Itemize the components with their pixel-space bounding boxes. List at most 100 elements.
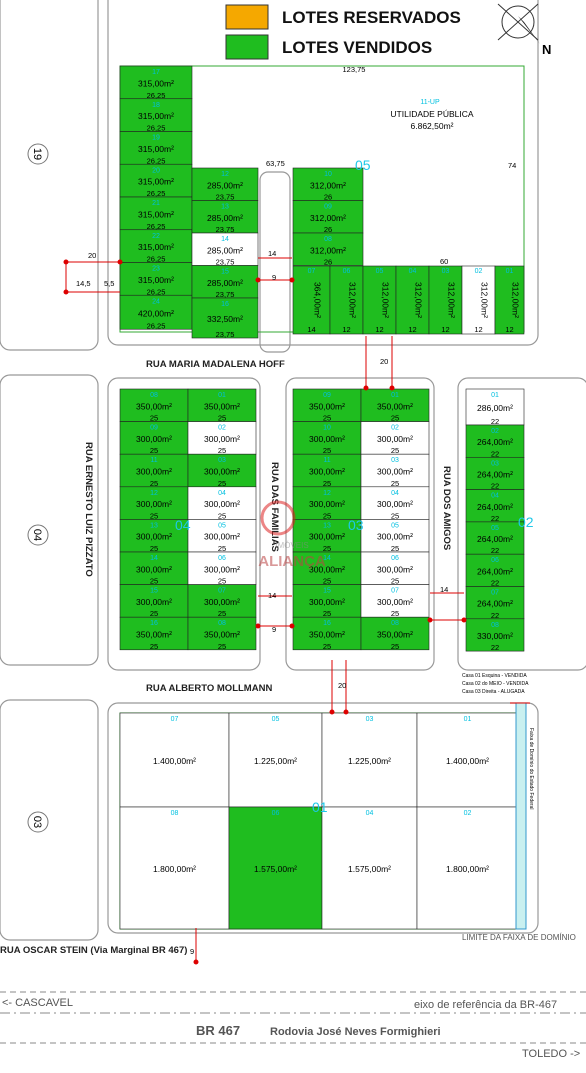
street-alberto: RUA ALBERTO MOLLMANN [146, 683, 272, 694]
dim-14-5: 14,5 [76, 279, 91, 288]
q04-lot-l13-area: 300,00m² [136, 532, 172, 542]
q01-lot-04[interactable]: 041.575,00m² [321, 806, 418, 930]
q04-lot-r01-number: 01 [218, 392, 226, 399]
q03-lot-r05-area: 300,00m² [377, 532, 413, 542]
q01-lot-01[interactable]: 011.400,00m² [416, 712, 519, 808]
block-03-label: 03 [31, 816, 43, 828]
q04-lot-l12-area: 300,00m² [136, 499, 172, 509]
block-04-label: 04 [31, 529, 43, 541]
q05-lot-05-area: 312,00m² [381, 282, 391, 318]
q05-left-lots: 17315,00m²26,2518315,00m²26,2519315,00m²… [119, 65, 193, 330]
q01-lot-06[interactable]: 061.575,00m² [228, 806, 323, 930]
q03-lot-r08-number: 08 [391, 620, 399, 627]
dim-20-mid: 20 [380, 357, 388, 366]
q03-lot-l13-area: 300,00m² [309, 532, 345, 542]
q01-lot-03[interactable]: 031.225,00m² [321, 712, 418, 808]
q03-lot-l11-area: 300,00m² [309, 467, 345, 477]
q03-lot-r05-number: 05 [391, 522, 399, 529]
q04-lot-l15-number: 15 [150, 588, 158, 595]
watermark-company: ALIANÇA [258, 553, 326, 570]
q04-lot-l13-shape [119, 519, 189, 553]
q01-lot-08[interactable]: 081.800,00m² [119, 806, 230, 930]
q01-lot-07[interactable]: 071.400,00m² [119, 712, 230, 808]
dim-9-mid: 9 [272, 625, 276, 634]
q01-lot-02[interactable]: 021.800,00m² [416, 806, 519, 930]
quadra-03-label: 03 [348, 517, 364, 533]
q05-lot-12-area: 285,00m² [207, 180, 243, 190]
q02-lot-04-number: 04 [491, 493, 499, 500]
q05-lot-17-area: 315,00m² [138, 78, 174, 88]
q03-lot-r04-area: 300,00m² [377, 499, 413, 509]
q04-lot-l08-shape [119, 388, 189, 422]
q04-lot-r04-area: 300,00m² [204, 499, 240, 509]
q01-lot-05[interactable]: 051.225,00m² [228, 712, 323, 808]
q05-lot-23-area: 315,00m² [138, 275, 174, 285]
q04-lot-r06-width: 25 [218, 577, 226, 586]
q05-lot-08-shape [292, 232, 364, 266]
